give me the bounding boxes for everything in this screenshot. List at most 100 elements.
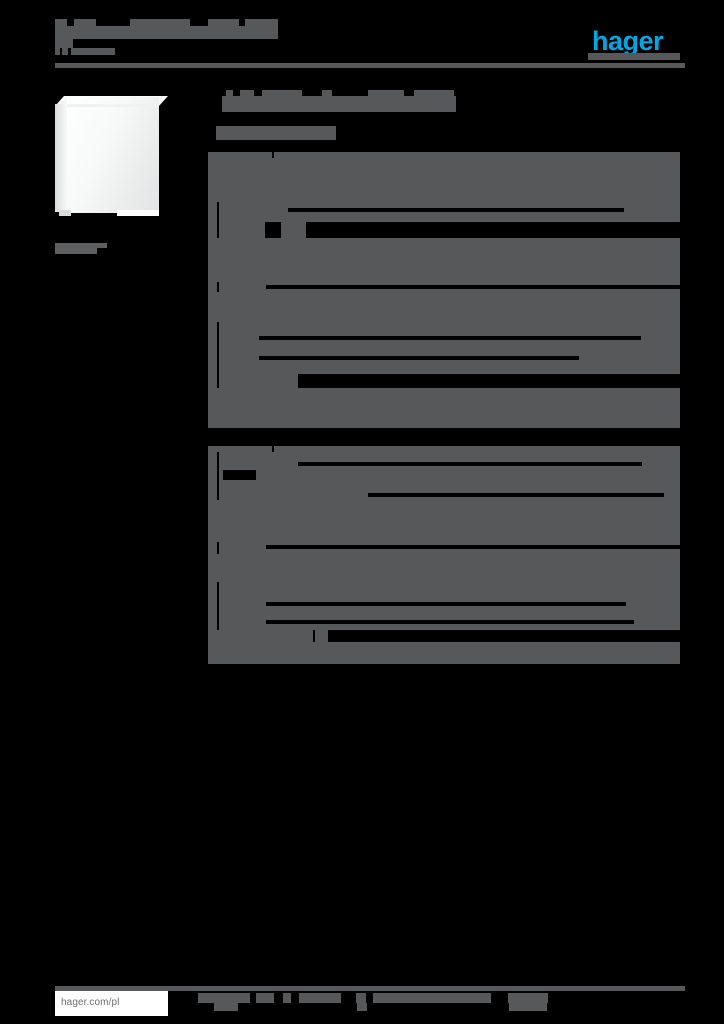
redacted-header-line [245, 19, 278, 26]
redacted-header-line [62, 48, 68, 55]
redacted-footer-line [373, 993, 491, 1003]
table-row-text-gap [266, 545, 686, 549]
table-row [208, 388, 680, 428]
table-row-text-gap [368, 493, 664, 497]
table-row-value [219, 322, 680, 332]
table-row [208, 238, 680, 252]
product-top-edge [67, 104, 159, 107]
table-row-text-gap [266, 602, 626, 606]
product-front-face [67, 96, 159, 213]
table-row-value [219, 202, 680, 212]
footer-url-plate[interactable]: hager.com/pl [55, 991, 168, 1016]
table-row-value [219, 452, 680, 460]
table-row-label [208, 452, 217, 460]
product-side-face [55, 104, 68, 212]
product-foot-right [117, 210, 159, 216]
table-row [208, 500, 680, 542]
redacted-header-line [55, 48, 60, 55]
table-row-text-gap [328, 630, 680, 642]
table-row-text-gap [259, 336, 641, 340]
table-row-label [208, 282, 217, 292]
table-row [208, 158, 680, 202]
redacted-header-line [71, 48, 115, 55]
redacted-title-line [222, 96, 456, 112]
redacted-footer-line [283, 993, 291, 1003]
redacted-title-line [262, 90, 302, 96]
table-row-value [219, 212, 680, 222]
table-row [208, 642, 680, 664]
table-row-text-gap [266, 285, 680, 289]
table-row-value [219, 592, 680, 600]
redacted-header-line [55, 19, 67, 26]
redacted-footer-line [509, 1003, 547, 1011]
table-row-label [208, 480, 217, 490]
table-row-label [208, 592, 217, 600]
table-row-label [208, 582, 217, 592]
redacted-title-line [226, 90, 233, 96]
table-row-text-gap [259, 356, 579, 360]
table-row [208, 252, 680, 282]
table-row-value [219, 480, 680, 490]
table-row-text-gap [223, 470, 256, 480]
redacted-caption-line [55, 248, 97, 254]
redacted-footer-line [299, 993, 341, 1003]
table-row-value [219, 582, 680, 592]
redacted-header-line [208, 19, 239, 26]
table-row-label [208, 460, 217, 470]
table-row-label [208, 362, 217, 374]
table-row-text-gap [306, 222, 680, 238]
hager-logo: hager [592, 26, 664, 56]
table-row-value [219, 362, 680, 374]
redacted-title-line [322, 90, 332, 96]
page-header: hager [0, 0, 724, 75]
table-row-label [208, 332, 217, 342]
redacted-footer-line [198, 993, 250, 1003]
redacted-subtitle-line [216, 126, 336, 140]
redacted-footer-line [256, 993, 274, 1003]
table-row-label [208, 610, 217, 618]
product-foot-left [59, 210, 71, 216]
redacted-header-line [130, 19, 190, 26]
table-row-value [219, 342, 680, 352]
table-row-text-gap [298, 374, 680, 388]
footer-url[interactable]: hager.com/pl [61, 997, 120, 1008]
table-row-label [208, 342, 217, 352]
header-divider [55, 63, 685, 68]
table-row-label [208, 322, 217, 332]
table-row-label [208, 542, 217, 554]
product-caption [55, 243, 107, 254]
table-row-label [208, 446, 272, 452]
redacted-title-line [240, 90, 254, 96]
redacted-footer-line [357, 1003, 367, 1011]
table-row-text-gap [265, 222, 281, 238]
table-row-value [274, 152, 680, 158]
table-row-text-gap [266, 620, 634, 624]
table-row-label [208, 600, 217, 610]
hager-logo-underline [588, 53, 680, 60]
table-row-text-gap [288, 208, 624, 212]
table-row [208, 554, 680, 582]
table-row-value [219, 610, 680, 618]
table-row-label [208, 490, 217, 500]
table-row-label [208, 222, 217, 238]
table-row-value [219, 470, 680, 480]
redacted-caption-line [55, 243, 107, 248]
table-row-label [208, 202, 217, 212]
redacted-header-line [55, 26, 278, 39]
table-row-label [208, 630, 313, 642]
table-row-text-gap [298, 462, 642, 466]
table-row-label [208, 470, 217, 480]
redacted-header-line [74, 19, 96, 26]
redacted-title-line [368, 90, 404, 96]
table-row-label [208, 618, 217, 630]
redacted-footer-line [508, 993, 548, 1003]
redacted-footer-line [214, 1003, 238, 1011]
redacted-footer-line [356, 993, 366, 1003]
